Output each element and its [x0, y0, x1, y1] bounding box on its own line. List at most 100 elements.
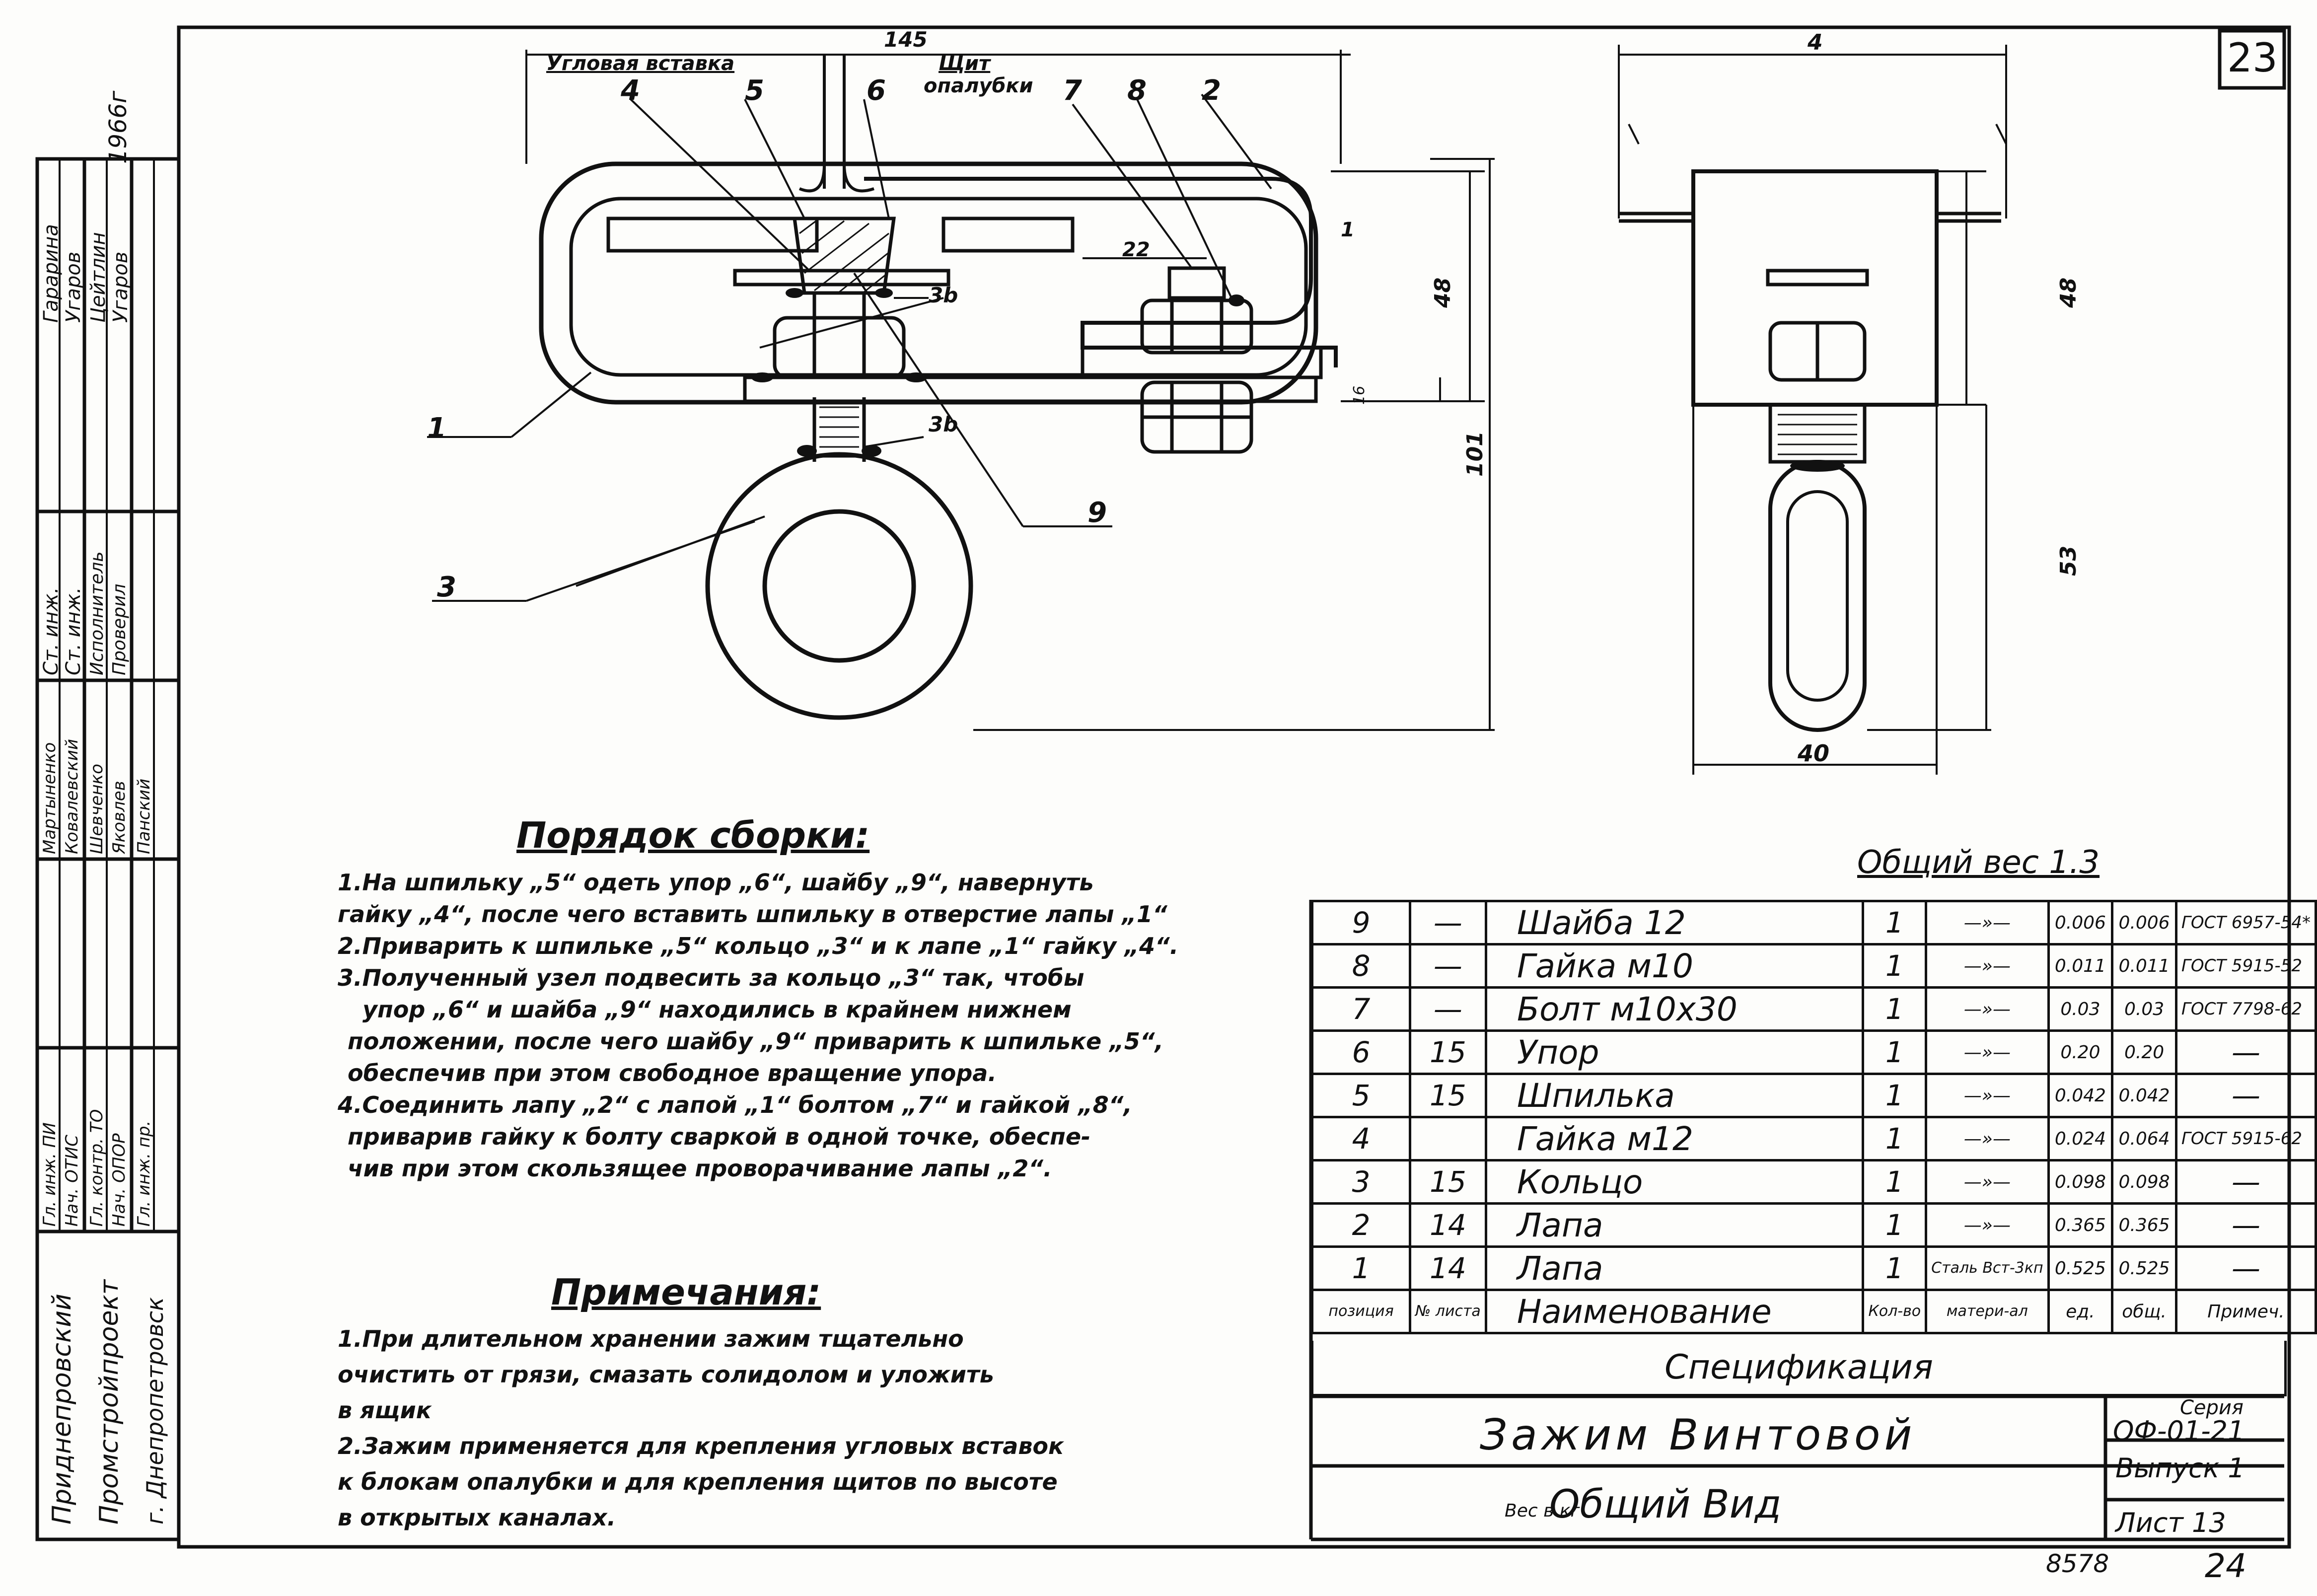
spec-cell-total: 0.365	[2111, 1202, 2177, 1248]
name2-1: Мартыненко	[40, 742, 60, 854]
dim-side-4: 4	[1808, 30, 1823, 55]
role2-1: Ст. инж.	[40, 587, 63, 675]
assembly-step-line: 2.Приварить к шпильке „5“ кольцо „3“ и к…	[338, 933, 1179, 959]
spec-cell-name: Шпилька	[1484, 1073, 1865, 1118]
spec-cell-qty: 1	[1862, 943, 1928, 989]
spec-cell-total: 0.006	[2111, 900, 2177, 945]
spec-cell-name: Упор	[1484, 1029, 1865, 1075]
sheet-number: 23	[2227, 35, 2278, 81]
stop-6	[793, 217, 896, 295]
spec-cell-name: Гайка м12	[1484, 1116, 1865, 1161]
spec-cell-note: —	[2174, 1202, 2317, 1248]
spec-cell-note: ГОСТ 7798-62	[2174, 986, 2317, 1032]
spec-cell-pos: 3	[1310, 1159, 1412, 1205]
spec-cell-name: Лапа	[1484, 1202, 1865, 1248]
spec-cell-sheet: —	[1409, 943, 1487, 989]
spec-cell-pos: 9	[1310, 900, 1412, 945]
spec-cell-sheet: —	[1409, 986, 1487, 1032]
assembly-step-line: приварив гайку к болту сваркой в одной т…	[348, 1123, 1091, 1150]
note-line: в ящик	[338, 1397, 432, 1424]
role2-3: Исполнитель	[87, 551, 107, 675]
lapa-1-inner	[569, 197, 1308, 377]
hdr-total: общ.	[2111, 1289, 2177, 1334]
spec-cell-total: 0.064	[2111, 1116, 2177, 1161]
spec-cell-note: —	[2174, 1073, 2317, 1118]
role-5: Гл. инж. пр.	[134, 1120, 154, 1227]
spec-header-row: позиция № листа Наименование Кол-во мате…	[1310, 1289, 2317, 1334]
spec-cell-note: —	[2174, 1245, 2317, 1291]
spec-cell-sheet: 15	[1409, 1159, 1487, 1205]
spec-cell-qty: 1	[1862, 1029, 1928, 1075]
spec-cell-name: Кольцо	[1484, 1159, 1865, 1205]
spec-cell-note: —	[2174, 1029, 2317, 1075]
assembly-step-line: упор „6“ и шайба „9“ находились в крайне…	[362, 996, 1072, 1023]
spec-cell-mat: —»—	[1925, 1202, 2050, 1248]
spec-cell-unit: 0.024	[2047, 1116, 2114, 1161]
assembly-step-line: 1.На шпильку „5“ одеть упор „6“, шайбу „…	[338, 869, 1094, 896]
spec-cell-pos: 6	[1310, 1029, 1412, 1075]
note-line: 1.При длительном хранении зажим тщательн…	[338, 1325, 964, 1352]
spec-cell-unit: 0.098	[2047, 1159, 2114, 1205]
total-weight: Общий вес 1.3	[1857, 844, 2100, 881]
note-line: 2.Зажим применяется для крепления угловы…	[338, 1433, 1064, 1459]
notes-title: Примечания:	[551, 1271, 821, 1313]
name-2: Угаров	[62, 251, 85, 323]
role-1: Гл. инж. ПИ	[40, 1122, 60, 1227]
spec-cell-name: Шайба 12	[1484, 900, 1865, 945]
spec-cell-unit: 0.011	[2047, 943, 2114, 989]
spec-cell-mat: —»—	[1925, 1159, 2050, 1205]
assembly-steps: 1.На шпильку „5“ одеть упор „6“, шайбу „…	[338, 867, 1178, 1184]
spec-cell-qty: 1	[1862, 986, 1928, 1032]
callout-7: 7	[1063, 74, 1082, 107]
callout-1: 1	[427, 412, 446, 444]
assembly-step-line: обеспечив при этом свободное вращение уп…	[348, 1060, 997, 1087]
side-body	[1691, 169, 1939, 407]
role-4: Нач. ОПОР	[109, 1133, 129, 1227]
total-weight-text: Общий вес 1.3	[1857, 844, 2100, 881]
hdr-sheet: № листа	[1409, 1289, 1487, 1334]
hdr-weight: Вес в кг	[1505, 1501, 1580, 1521]
lower-plate	[743, 375, 1318, 403]
name-1: Гарарина	[40, 224, 63, 323]
spec-cell-note: ГОСТ 5915-62	[2174, 1116, 2317, 1161]
callout-shield: Щит	[939, 52, 991, 75]
spec-cell-qty: 1	[1862, 1202, 1928, 1248]
spec-caption: Спецификация	[1311, 1341, 2287, 1396]
role2-2: Ст. инж.	[62, 587, 85, 675]
assembly-step-line: 3.Полученный узел подвесить за кольцо „3…	[338, 964, 1085, 991]
name-3: Цейтлин	[87, 232, 110, 323]
spec-cell-sheet: 14	[1409, 1245, 1487, 1291]
callout-corner-insert: Угловая вставка	[546, 52, 735, 75]
note-line: в открытых каналах.	[338, 1504, 616, 1531]
bottom-mark-right: 24	[2205, 1547, 2246, 1585]
spec-cell-mat: —»—	[1925, 986, 2050, 1032]
name2-3: Шевченко	[87, 764, 107, 854]
assembly-step-line: положении, после чего шайбу „9“ приварит…	[348, 1028, 1163, 1055]
dim-48: 48	[1430, 277, 1455, 308]
weld-3b-lower: 3b	[929, 412, 958, 436]
hdr-note: Примеч.	[2174, 1289, 2317, 1334]
title-name: Зажим Винтовой	[1480, 1410, 1916, 1460]
issue: Выпуск 1	[2115, 1452, 2245, 1484]
hdr-unit-text: ед.	[2066, 1301, 2095, 1322]
callout-6: 6	[867, 74, 886, 107]
callout-9: 9	[1087, 497, 1107, 529]
spec-cell-total: 0.011	[2111, 943, 2177, 989]
ring-3-outer	[705, 452, 973, 720]
sheet-label: Лист 13	[2115, 1507, 2226, 1538]
side-stamp-frame	[35, 157, 181, 1541]
washer-9	[733, 269, 950, 287]
hdr-pos: позиция	[1310, 1289, 1412, 1334]
title-view: Общий Вид	[1549, 1482, 1782, 1527]
dim-22: 22	[1122, 238, 1150, 261]
spec-cell-pos: 5	[1310, 1073, 1412, 1118]
note-line: очистить от грязи, смазать солидолом и у…	[338, 1361, 994, 1388]
assembly-step-line: чив при этом скользящее проворачивание л…	[348, 1155, 1052, 1182]
spec-cell-note: —	[2174, 1159, 2317, 1205]
